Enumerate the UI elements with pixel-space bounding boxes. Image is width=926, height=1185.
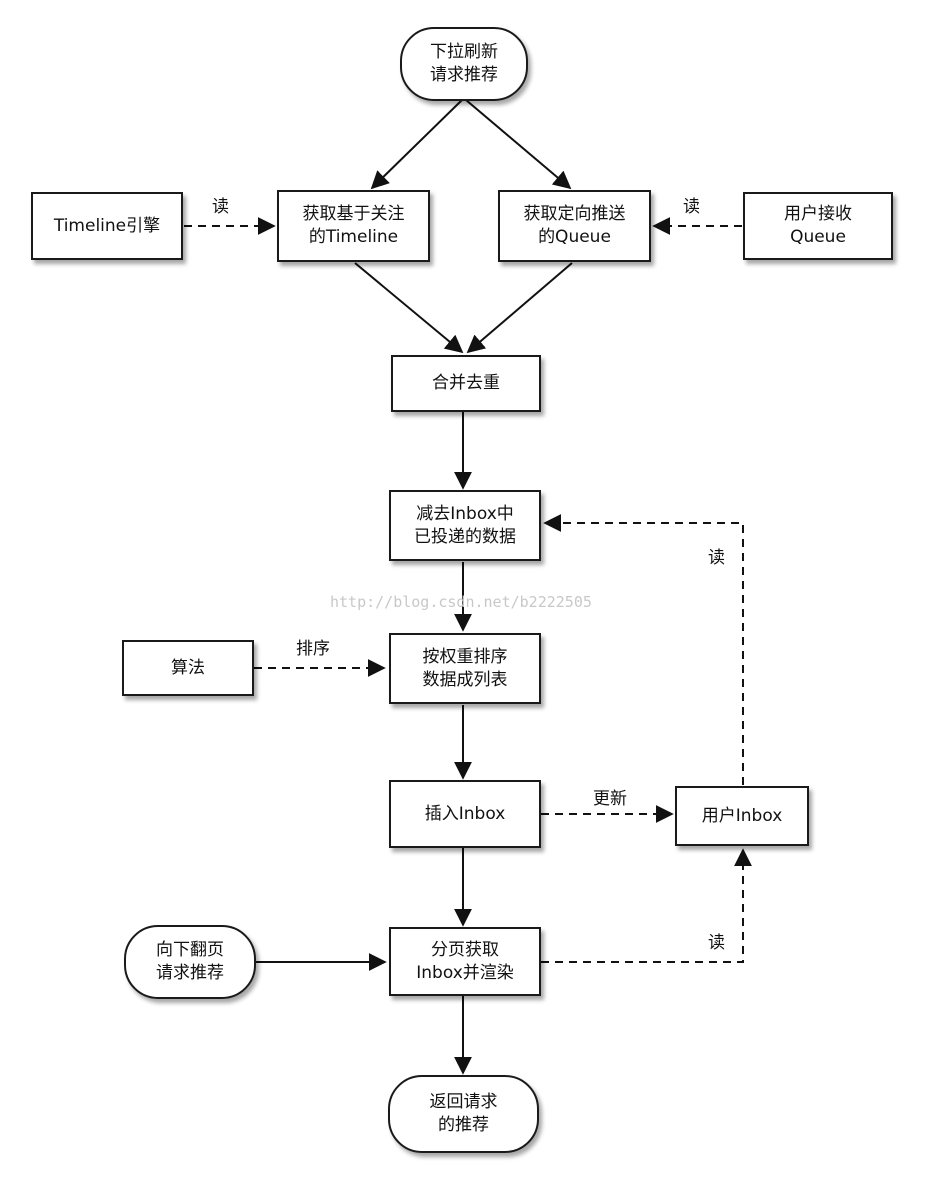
edge-refresh-to-timeline (370, 99, 463, 190)
node-insert-inbox: 插入Inbox (389, 780, 541, 848)
node-return-result-line-2: 的推荐 (438, 1115, 489, 1135)
node-subtract-inbox-line-1: 减去Inbox中 (416, 503, 514, 524)
node-insert-inbox-label: 插入Inbox (424, 803, 506, 824)
node-get-queue-line-2: 的Queue (538, 227, 611, 247)
node-merge-dedup-label: 合并去重 (432, 373, 500, 393)
node-user-queue: 用户接收 Queue (743, 192, 893, 260)
node-user-inbox: 用户Inbox (675, 786, 809, 846)
edge-queue-to-merge (466, 262, 573, 354)
node-subtract-inbox: 减去Inbox中 已投递的数据 (389, 490, 541, 561)
node-subtract-inbox-line-2: 已投递的数据 (414, 526, 516, 547)
edge-refresh-to-queue (465, 99, 572, 190)
node-pull-refresh: 下拉刷新 请求推荐 (400, 27, 528, 101)
node-get-timeline: 获取基于关注 的Timeline (277, 190, 430, 262)
edge-label-read-inbox-upper: 读 (708, 548, 725, 568)
node-paged-fetch: 分页获取 Inbox并渲染 (389, 927, 541, 996)
node-sort-list: 按权重排序 数据成列表 (389, 633, 541, 704)
node-pull-refresh-line-1: 下拉刷新 (430, 42, 498, 62)
edge-label-sort: 排序 (296, 639, 330, 659)
edge-label-read-queue: 读 (683, 197, 700, 217)
node-return-result: 返回请求 的推荐 (388, 1075, 539, 1153)
node-user-queue-line-1: 用户接收 (784, 204, 852, 224)
edge-label-update: 更新 (593, 789, 627, 809)
edge-label-read-inbox-lower: 读 (708, 933, 725, 953)
node-merge-dedup: 合并去重 (391, 355, 541, 412)
node-page-down-line-1: 向下翻页 (156, 940, 224, 960)
node-return-result-line-1: 返回请求 (429, 1092, 498, 1112)
node-paged-fetch-line-1: 分页获取 (431, 939, 499, 960)
node-sort-list-line-1: 按权重排序 (422, 646, 508, 667)
edge-label-read-timeline: 读 (212, 197, 229, 217)
node-page-down-line-2: 请求推荐 (156, 963, 224, 983)
node-user-queue-line-2: Queue (790, 227, 846, 247)
node-timeline-engine: Timeline引擎 (31, 192, 183, 260)
node-timeline-engine-label: Timeline引擎 (53, 215, 161, 236)
node-pull-refresh-line-2: 请求推荐 (430, 65, 498, 85)
node-paged-fetch-line-2: Inbox并渲染 (416, 962, 514, 983)
edge-paged-to-userinbox (541, 848, 752, 963)
node-user-inbox-label: 用户Inbox (701, 805, 783, 826)
node-page-down: 向下翻页 请求推荐 (124, 925, 256, 999)
edge-timeline-to-merge (354, 262, 464, 354)
node-get-queue-line-1: 获取定向推送 (523, 204, 626, 224)
node-get-queue: 获取定向推送 的Queue (498, 190, 651, 262)
watermark: http://blog.csdn.net/b2222505 (330, 593, 592, 611)
node-algorithm-label: 算法 (171, 657, 205, 678)
node-get-timeline-line-1: 获取基于关注 (302, 204, 405, 224)
node-algorithm: 算法 (122, 640, 254, 696)
edge-userinbox-to-subtract (543, 514, 744, 785)
node-get-timeline-line-2: 的Timeline (308, 227, 399, 247)
node-sort-list-line-2: 数据成列表 (422, 669, 508, 690)
